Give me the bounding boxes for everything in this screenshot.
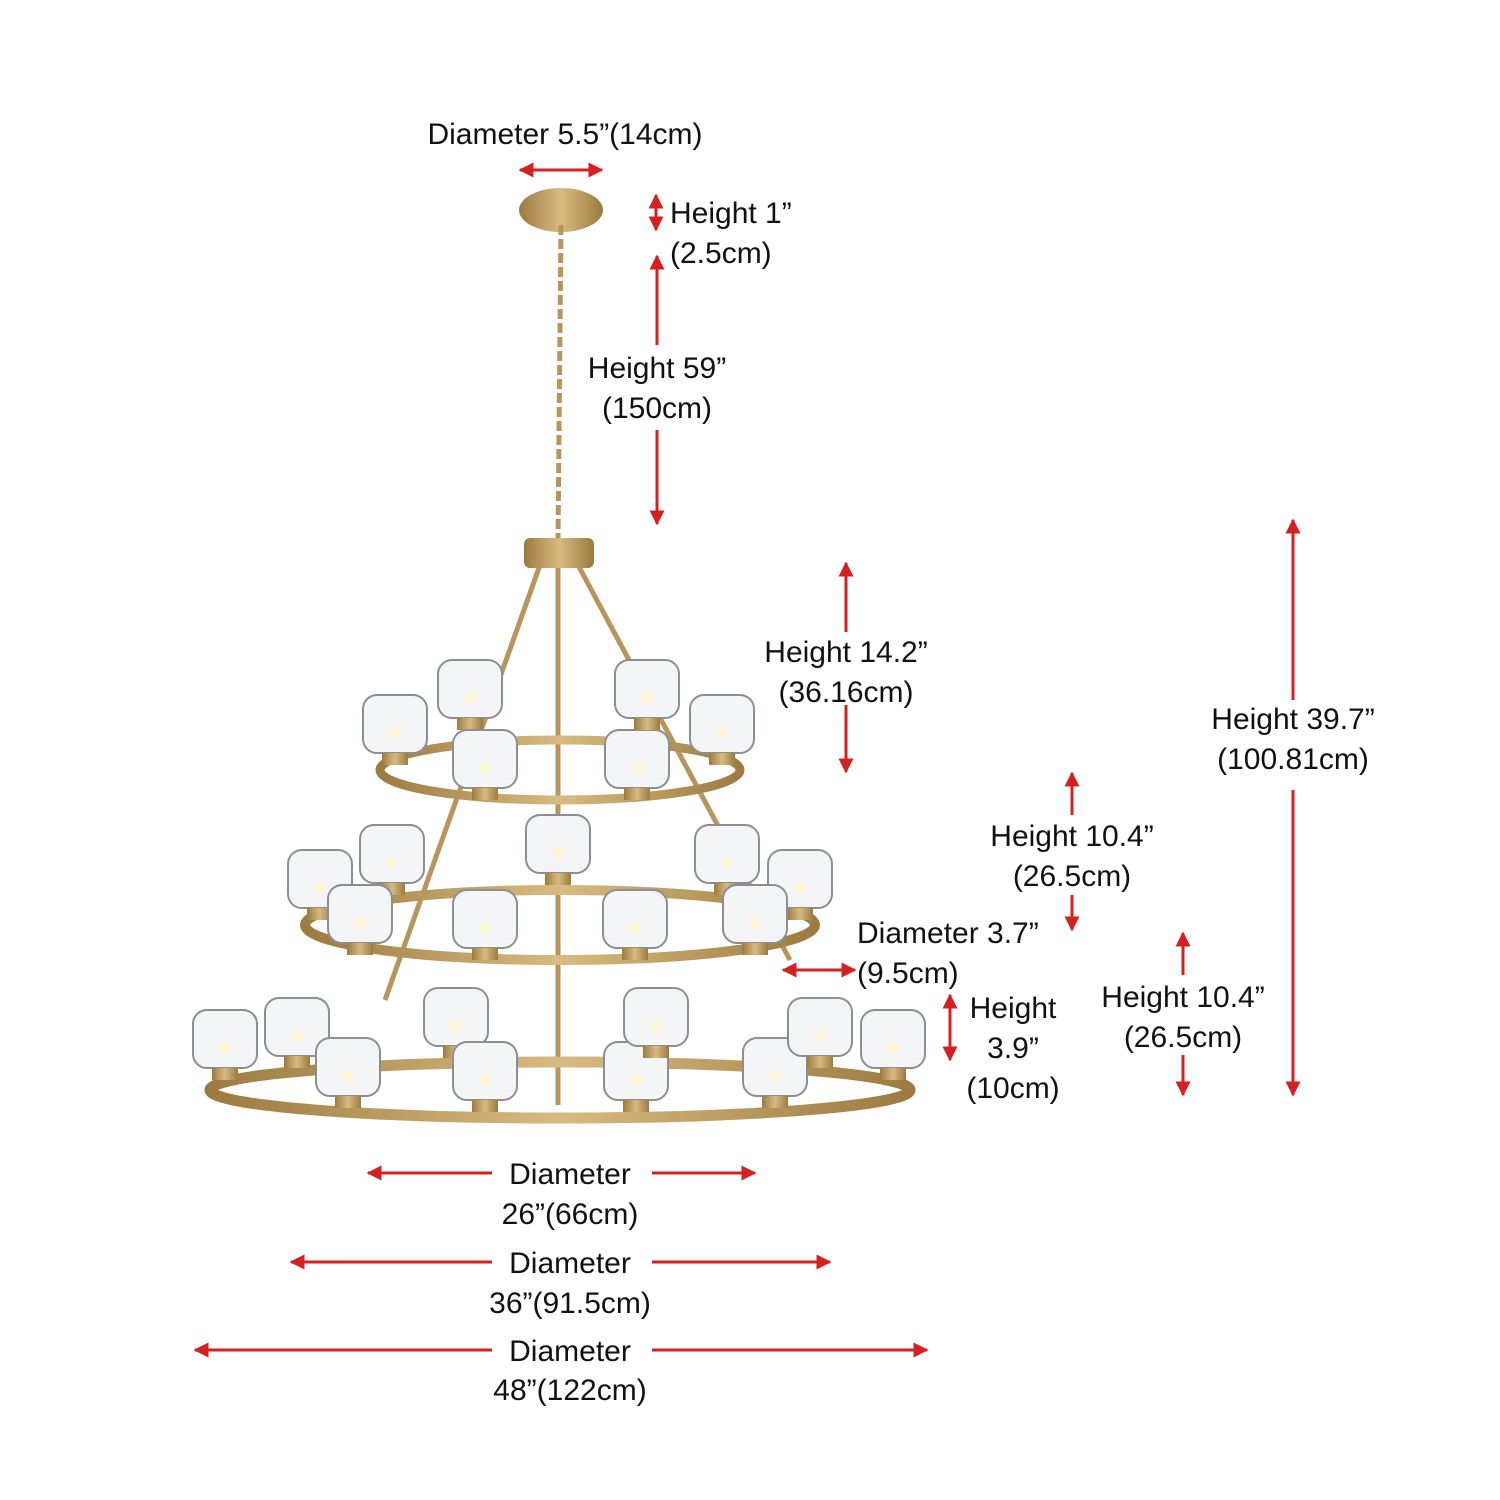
top-ring-diameter-value: 26”(66cm) [502,1198,639,1231]
chain-height-label: Height 59” [588,352,726,385]
overall-height-label: Height 39.7” [1211,703,1374,736]
glass-shade [452,889,518,960]
chandelier-illustration [192,188,926,1124]
hub [524,538,594,568]
glass-shade [359,824,425,895]
bottom-tier-height-metric: (26.5cm) [1124,1021,1242,1054]
middle-tier-height-metric: (26.5cm) [1013,860,1131,893]
bottom-tier-height-label: Height 10.4” [1101,981,1264,1014]
bottom-ring [204,1056,916,1124]
canopy-diameter-label: Diameter 5.5”(14cm) [427,118,702,151]
canopy-height-label: Height 1” [670,197,792,230]
glass-shade [689,694,755,765]
shade-height-metric: (10cm) [966,1072,1059,1105]
middle-ring-diameter-value: 36”(91.5cm) [489,1287,651,1320]
canopy [519,188,603,232]
bottom-ring-diameter-value: 48”(122cm) [493,1374,646,1407]
glass-shade [437,659,503,730]
chain [555,224,564,541]
top-tier-height-label: Height 14.2” [764,636,927,669]
glass-shade [722,884,788,955]
middle-tier-height-label: Height 10.4” [990,820,1153,853]
glass-shade [362,694,428,765]
glass-shade [623,987,689,1058]
glass-shade [603,1041,669,1112]
top-ring [375,735,745,805]
glass-shade [452,1041,518,1112]
glass-shade [787,997,853,1068]
bottom-ring-diameter-label: Diameter [509,1335,631,1368]
overall-height-metric: (100.81cm) [1217,743,1369,776]
glass-shade [327,884,393,955]
shade-height-label: Height [970,992,1057,1025]
dimension-arrows [193,162,1301,1358]
glass-shades [192,659,926,1112]
glass-shade [525,814,591,885]
glass-shade [602,889,668,960]
glass-shade [604,729,670,800]
glass-shade [315,1037,381,1108]
top-tier-height-metric: (36.16cm) [778,676,913,709]
glass-shade [452,729,518,800]
glass-shade [614,659,680,730]
glass-shade [192,1009,258,1080]
glass-shade [742,1037,808,1108]
middle-ring [300,885,820,965]
glass-shade [264,997,330,1068]
shade-diameter-label: Diameter 3.7” [857,917,1039,950]
chain-height-metric: (150cm) [602,392,712,425]
canopy-height-metric: (2.5cm) [670,237,772,270]
shade-height-value: 3.9” [987,1032,1039,1065]
middle-ring-diameter-label: Diameter [509,1247,631,1280]
shade-diameter-metric: (9.5cm) [857,957,959,990]
top-ring-diameter-label: Diameter [509,1158,631,1191]
glass-shade [860,1009,926,1080]
